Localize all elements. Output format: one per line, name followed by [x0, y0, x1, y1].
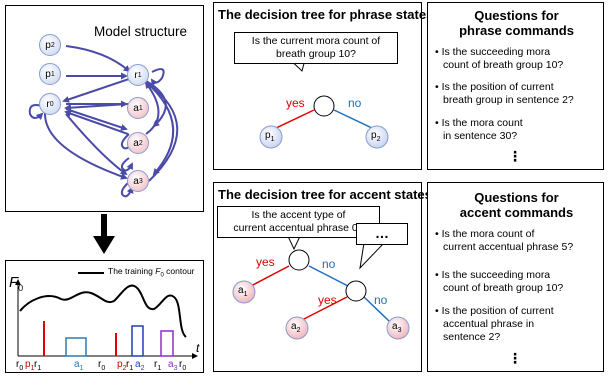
state-label: a2: [135, 359, 145, 372]
state-label: r1: [34, 359, 42, 372]
accent-no-sub: no: [374, 293, 388, 307]
accent-question-3: • Is the position of current accentual p…: [435, 305, 554, 343]
accent-tree-question: Is the accent type of current accentual …: [217, 206, 380, 238]
accent-no-top: no: [322, 257, 336, 271]
phrase-questions-more: ⋮: [508, 148, 522, 164]
accent-tree-diagram: [232, 231, 410, 340]
accent-question-2: • Is the succeeding mora count of breath…: [435, 269, 564, 294]
leaf-a3: a3: [392, 321, 402, 334]
phrase-question-3: • Is the mora count in sentence 30?: [435, 117, 523, 142]
phrase-question-2: • Is the position of current breath grou…: [435, 81, 574, 106]
phrase-tree-diagram: [259, 55, 389, 149]
state-label: p1: [25, 359, 35, 372]
leaf-p2: p2: [371, 130, 381, 143]
f0-legend: The training F0 contour: [108, 266, 195, 279]
accent-yes-sub: yes: [318, 293, 337, 307]
f0-contour-plot: [15, 272, 198, 359]
leaf-p1: p1: [265, 130, 275, 143]
accent-yes-top: yes: [256, 255, 275, 269]
state-label: a1: [74, 359, 84, 372]
leaf-a2: a2: [291, 321, 301, 334]
accent-ellipsis-bubble: …: [356, 223, 408, 245]
state-label: p2: [117, 359, 127, 372]
state-label: a3: [168, 359, 178, 372]
accent-questions-panel: Questions for accent commands • Is the m…: [427, 182, 604, 372]
state-label: r1: [154, 359, 162, 372]
state-label: r0: [16, 359, 24, 372]
model-structure-title: Model structure: [94, 24, 188, 39]
phrase-yes-label: yes: [286, 96, 305, 110]
accent-questions-more: ⋮: [508, 350, 522, 366]
accent-tree-title: The decision tree for accent states: [218, 187, 432, 202]
state-label: r0: [179, 359, 187, 372]
model-structure-graph: [28, 45, 179, 198]
f0-axis-label: F0: [9, 274, 24, 293]
accent-questions-title: Questions for accent commands: [459, 190, 574, 220]
transition-arrows: [28, 45, 179, 198]
model-structure-panel: Model structure: [5, 5, 204, 212]
phrase-no-label: no: [348, 96, 362, 110]
phrase-questions-panel: Questions for phrase commands • Is the s…: [427, 2, 604, 170]
phrase-tree-title: The decision tree for phrase states: [218, 7, 434, 22]
state-label: r0: [98, 359, 106, 372]
time-axis-label: t: [196, 341, 200, 355]
state-label: r1: [126, 359, 134, 372]
phrase-tree-panel: The decision tree for phrase states Is t…: [213, 2, 434, 170]
accent-tree-panel: The decision tree for accent states Is t…: [213, 182, 432, 372]
phrase-tree-question: Is the current mora count of breath grou…: [234, 32, 398, 64]
accent-question-1: • Is the mora count of current accentual…: [435, 228, 574, 253]
phrase-questions-title: Questions for phrase commands: [459, 8, 574, 38]
phrase-question-1: • Is the succeeding mora count of breath…: [435, 46, 564, 71]
leaf-a1: a1: [238, 285, 248, 298]
